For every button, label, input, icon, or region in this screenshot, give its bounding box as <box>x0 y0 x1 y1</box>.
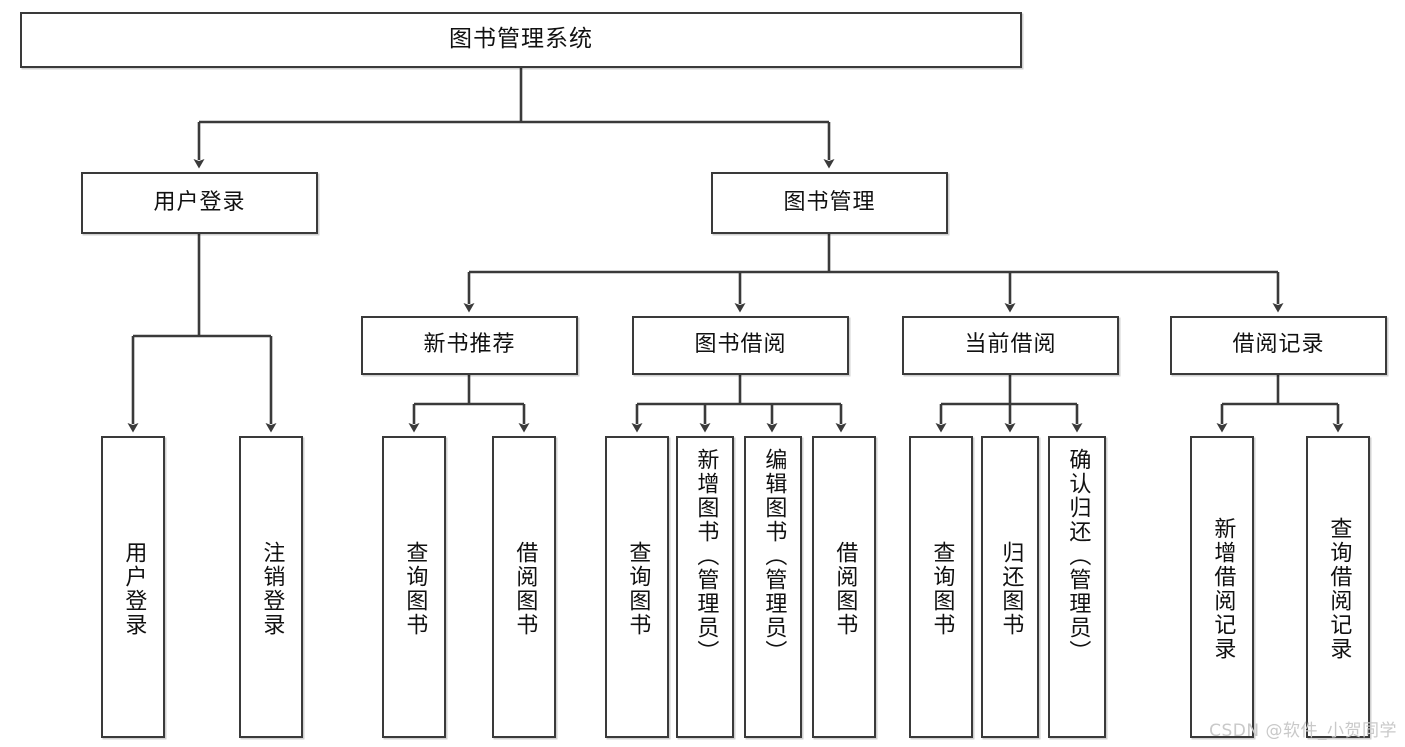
node-leaf-add-book[interactable]: 新增图书（管理员） <box>676 436 734 738</box>
node-label: 图书管理 <box>783 189 876 215</box>
node-label: 用户登录 <box>121 541 147 637</box>
node-label: 新增图书（管理员） <box>693 448 719 664</box>
node-label: 借阅图书 <box>832 541 858 637</box>
node-label: 查询图书 <box>625 541 651 637</box>
node-leaf-borrow-book-1[interactable]: 借阅图书 <box>492 436 556 738</box>
node-current-borrow[interactable]: 当前借阅 <box>902 316 1119 375</box>
leaf-text-wrap: 查询借阅记录 <box>1308 442 1368 736</box>
node-leaf-query-book-1[interactable]: 查询图书 <box>382 436 446 738</box>
node-leaf-add-borrow-record[interactable]: 新增借阅记录 <box>1190 436 1254 738</box>
node-leaf-query-borrow-record[interactable]: 查询借阅记录 <box>1306 436 1370 738</box>
node-label: 借阅图书 <box>512 541 538 637</box>
leaf-text-wrap: 借阅图书 <box>494 442 554 736</box>
watermark-text: CSDN @软件_小贺同学 <box>1209 721 1397 741</box>
node-leaf-logout-login[interactable]: 注销登录 <box>239 436 303 738</box>
node-label: 新书推荐 <box>423 332 516 358</box>
leaf-text-wrap: 新增图书（管理员） <box>678 442 732 742</box>
node-label: 查询借阅记录 <box>1326 517 1352 661</box>
node-label: 查询图书 <box>929 541 955 637</box>
node-new-book-recommend[interactable]: 新书推荐 <box>361 316 578 375</box>
node-book-borrow[interactable]: 图书借阅 <box>632 316 849 375</box>
node-label: 查询图书 <box>402 541 428 637</box>
leaf-text-wrap: 确认归还（管理员） <box>1050 442 1104 742</box>
leaf-text-wrap: 注销登录 <box>241 442 301 736</box>
leaf-text-wrap: 查询图书 <box>607 442 667 736</box>
leaf-text-wrap: 借阅图书 <box>814 442 874 736</box>
node-label: 当前借阅 <box>964 332 1057 358</box>
node-leaf-return-book[interactable]: 归还图书 <box>981 436 1039 738</box>
leaf-text-wrap: 新增借阅记录 <box>1192 442 1252 736</box>
node-label: 图书借阅 <box>694 332 787 358</box>
node-label: 归还图书 <box>998 541 1024 637</box>
leaf-text-wrap: 编辑图书（管理员） <box>746 442 800 742</box>
node-leaf-query-book-2[interactable]: 查询图书 <box>605 436 669 738</box>
node-leaf-edit-book[interactable]: 编辑图书（管理员） <box>744 436 802 738</box>
node-user-login[interactable]: 用户登录 <box>81 172 318 234</box>
leaf-text-wrap: 查询图书 <box>911 442 971 736</box>
node-leaf-borrow-book-2[interactable]: 借阅图书 <box>812 436 876 738</box>
leaf-text-wrap: 用户登录 <box>103 442 163 736</box>
node-root-system[interactable]: 图书管理系统 <box>20 12 1022 68</box>
node-label: 注销登录 <box>259 541 285 637</box>
node-label: 新增借阅记录 <box>1210 517 1236 661</box>
leaf-text-wrap: 查询图书 <box>384 442 444 736</box>
node-leaf-query-book-3[interactable]: 查询图书 <box>909 436 973 738</box>
node-leaf-user-login[interactable]: 用户登录 <box>101 436 165 738</box>
node-label: 图书管理系统 <box>449 26 593 53</box>
node-book-manage[interactable]: 图书管理 <box>711 172 948 234</box>
node-borrow-record[interactable]: 借阅记录 <box>1170 316 1387 375</box>
node-label: 用户登录 <box>153 189 246 215</box>
node-label: 确认归还（管理员） <box>1065 448 1091 664</box>
node-label: 借阅记录 <box>1232 332 1325 358</box>
leaf-text-wrap: 归还图书 <box>983 442 1037 736</box>
node-label: 编辑图书（管理员） <box>761 448 787 664</box>
node-leaf-confirm-return[interactable]: 确认归还（管理员） <box>1048 436 1106 738</box>
